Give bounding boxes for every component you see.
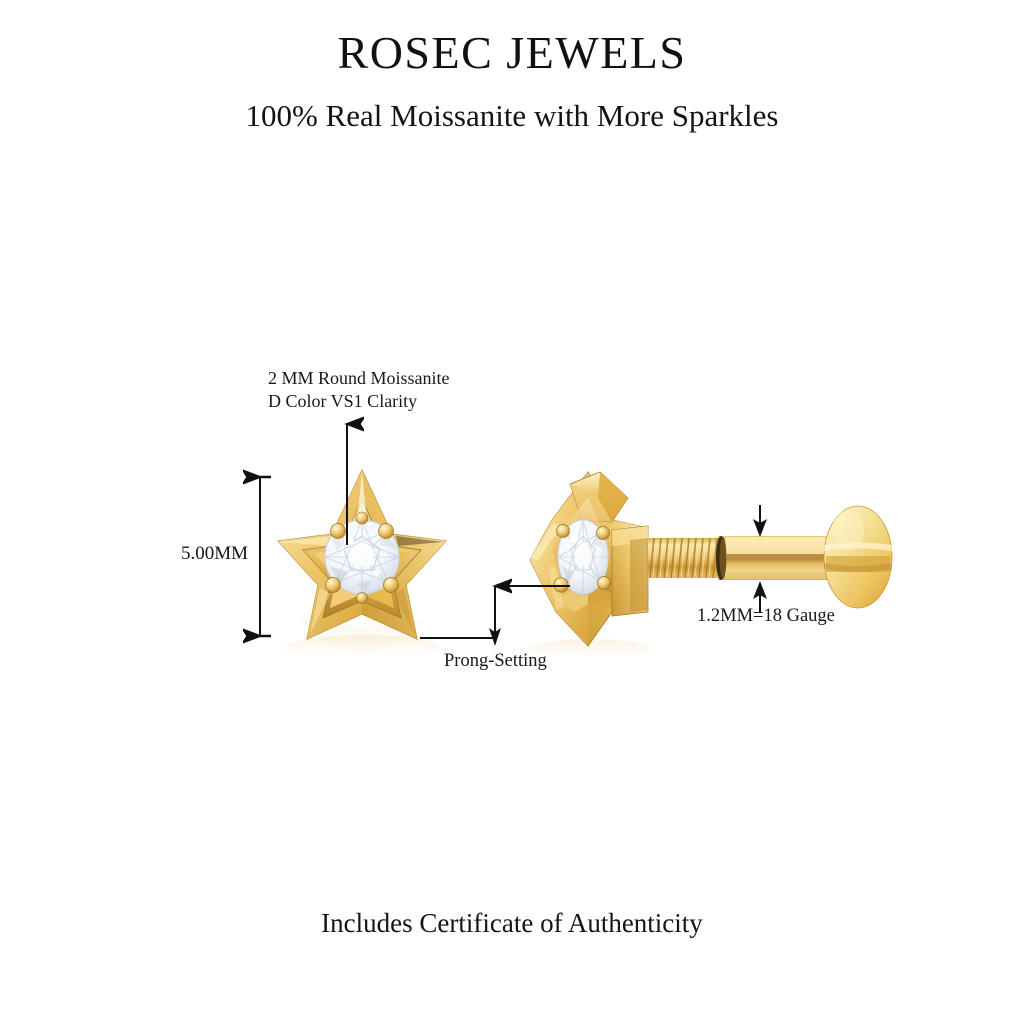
gauge-callout-leaders <box>753 505 767 612</box>
prongs-side <box>553 524 611 593</box>
flat-back-disc <box>823 505 893 609</box>
height-dimension-line <box>250 477 271 636</box>
stone-spec-line1: 2 MM Round Moissanite <box>268 368 450 388</box>
thread-ridges <box>649 537 718 579</box>
certificate-note: Includes Certificate of Authenticity <box>321 908 703 938</box>
star-front-view <box>276 468 448 661</box>
threaded-post-assembly <box>648 505 893 609</box>
brand-tagline: 100% Real Moissanite with More Sparkles <box>245 98 779 133</box>
thread-highlights <box>652 539 714 577</box>
brand-title: ROSEC JEWELS <box>337 27 687 78</box>
stone-spec-line2: D Color VS1 Clarity <box>268 391 418 412</box>
prong-setting-label: Prong-Setting <box>444 651 547 671</box>
stone-spec-callout: 2 MM Round Moissanite D Color VS1 Clarit… <box>268 367 450 413</box>
center-stone-front <box>324 519 400 595</box>
gauge-label: 1.2MM=18 Gauge <box>697 606 835 626</box>
star-side-view <box>528 471 652 661</box>
center-stone-side <box>557 519 609 595</box>
height-dimension-label: 5.00MM <box>181 543 249 564</box>
prong-callout-leader <box>420 586 570 646</box>
prongs-front <box>325 511 399 604</box>
